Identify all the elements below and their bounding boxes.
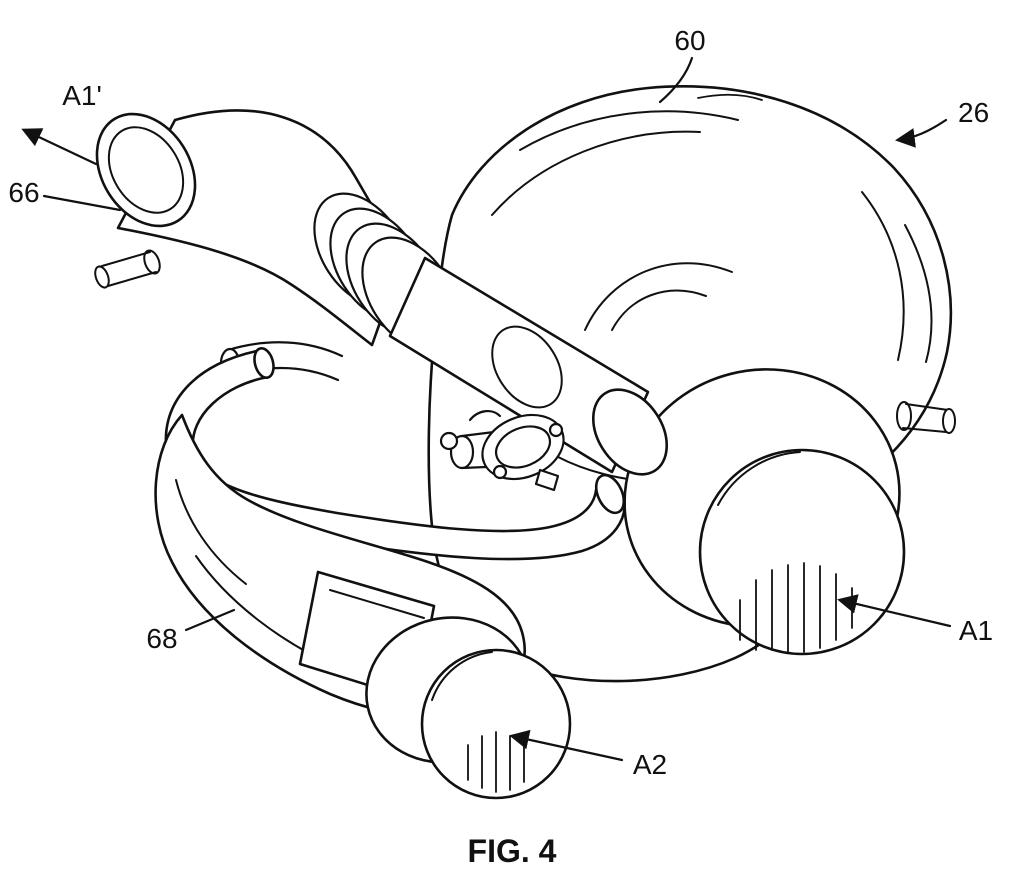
label-66: 66	[8, 177, 39, 208]
arrow-26	[895, 118, 948, 148]
label-68: 68	[146, 623, 177, 654]
clamp-assembly	[439, 410, 565, 492]
label-a1: A1	[959, 615, 993, 646]
label-a2: A2	[633, 749, 667, 780]
arrow-a1-prime	[21, 128, 98, 166]
outlet-cylinder-a2	[365, 616, 572, 800]
arrow-a1	[837, 594, 952, 628]
leader-lines	[21, 56, 952, 762]
label-a1-prime: A1'	[62, 80, 102, 111]
cylinder-shading	[739, 562, 853, 653]
inlet-flange	[95, 112, 197, 228]
arrow-a2	[509, 729, 624, 762]
fitting-right	[896, 401, 956, 434]
outlet-cylinder-a1	[623, 368, 906, 656]
fitting-left	[94, 249, 161, 289]
figure-caption: FIG. 4	[468, 833, 557, 869]
leader-60	[658, 56, 694, 104]
label-26: 26	[958, 97, 989, 128]
label-60: 60	[674, 25, 705, 56]
inlet-pipe	[94, 109, 669, 476]
reference-labels: 60 26 A1' 66 68 A1 A2 FIG. 4	[8, 25, 993, 869]
inlet-duct	[388, 256, 669, 476]
leader-66	[42, 194, 122, 212]
leader-68	[184, 608, 236, 632]
